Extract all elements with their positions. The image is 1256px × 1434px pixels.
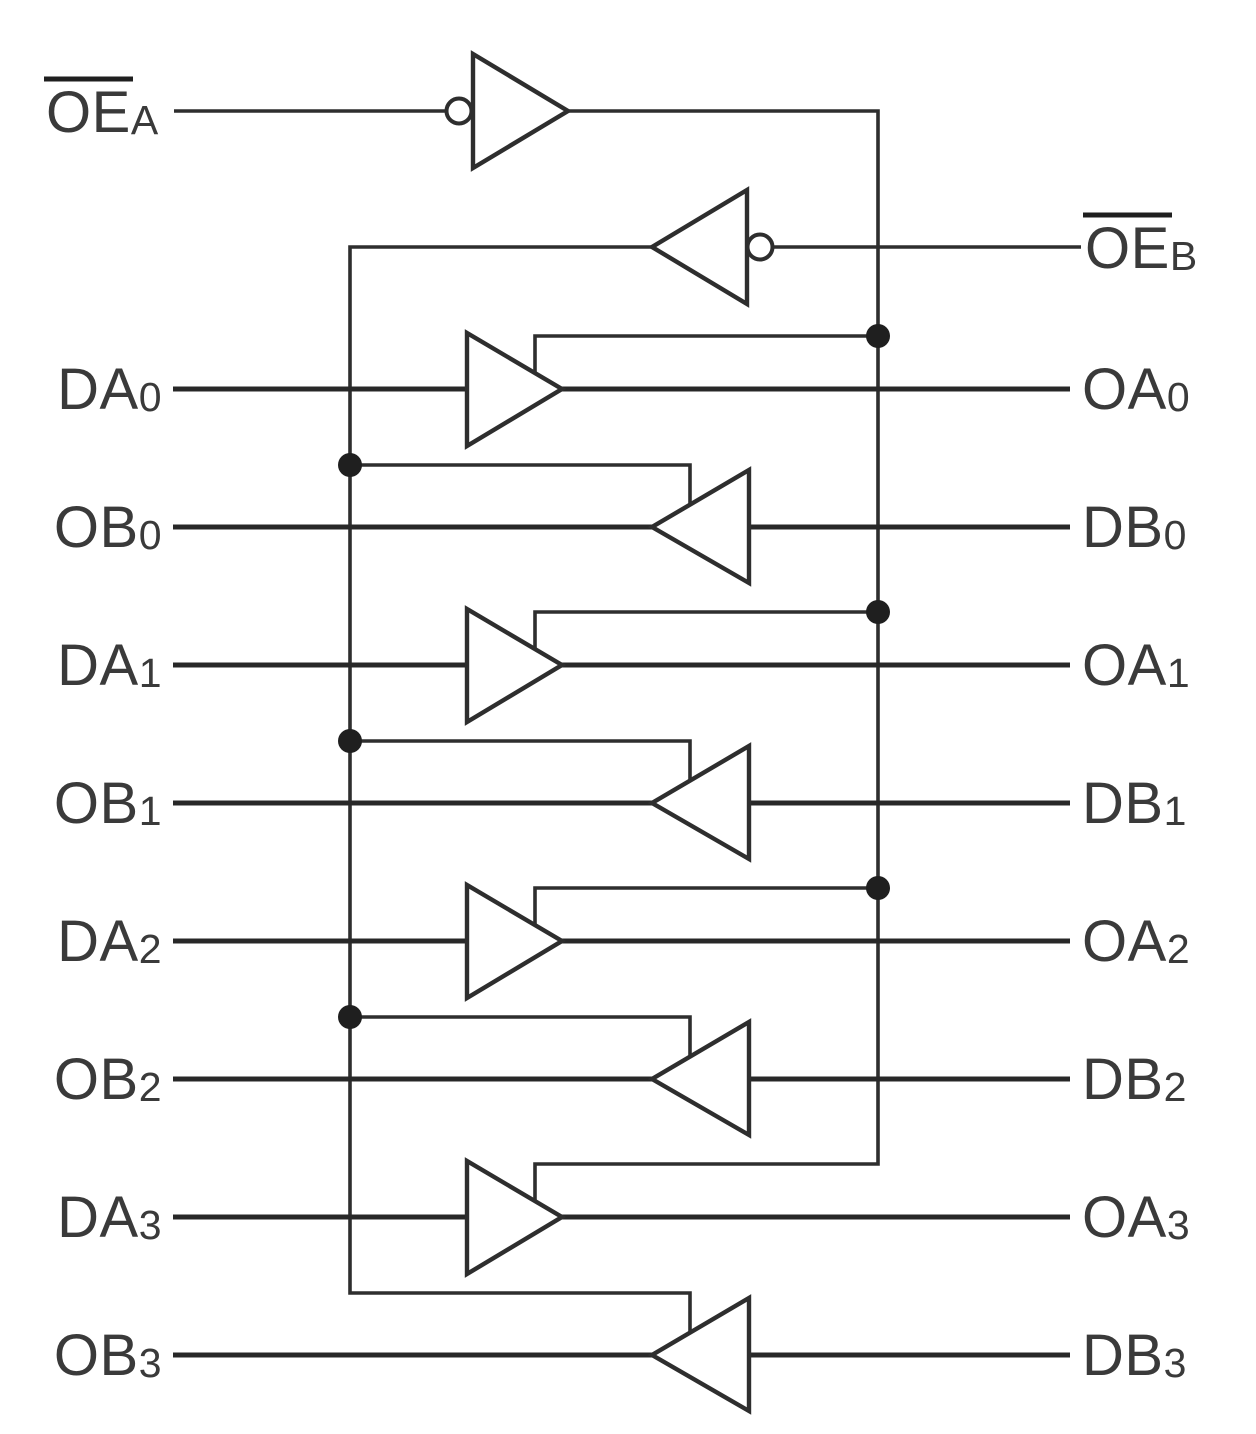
row-2-buffer-triangle bbox=[464, 605, 567, 726]
oeb-enable-rail bbox=[348, 245, 692, 1334]
oea-enable-rail bbox=[533, 109, 880, 1202]
oea-inverter-bubble bbox=[444, 96, 474, 126]
row-6-right-label-sub: 3 bbox=[1167, 1202, 1190, 1248]
row-7-buffer-triangle bbox=[647, 1294, 752, 1415]
row-0-left-label-sub: 0 bbox=[139, 374, 162, 420]
row-6-left-label-sub: 3 bbox=[139, 1202, 162, 1248]
row-1-left-label: OB0 bbox=[54, 495, 162, 560]
row-3-left-label: OB1 bbox=[54, 771, 162, 836]
oeb-inverter-triangle bbox=[647, 186, 750, 308]
row-7-right-label-sub: 3 bbox=[1164, 1340, 1187, 1386]
row-6-right-label: OA3 bbox=[1082, 1185, 1190, 1250]
oea-label: OEA bbox=[46, 80, 159, 145]
row-1-left-label-sub: 0 bbox=[139, 512, 162, 558]
row-0-right-label-sub: 0 bbox=[1167, 374, 1190, 420]
row-0-buffer-triangle bbox=[464, 329, 567, 450]
row-2-right-label: OA1 bbox=[1082, 633, 1190, 698]
row-7-right-label: DB3 bbox=[1082, 1323, 1187, 1388]
row-0-left-label: DA0 bbox=[57, 357, 162, 422]
row-2-right-label-sub: 1 bbox=[1167, 650, 1190, 696]
row-4-right-label-main: OA bbox=[1082, 909, 1167, 974]
oeb-label: OEB bbox=[1085, 216, 1198, 281]
row-3-right-label-sub: 1 bbox=[1164, 788, 1187, 834]
row-2-enable-junction-dot bbox=[866, 600, 890, 624]
row-1-right-label-sub: 0 bbox=[1164, 512, 1187, 558]
row-2-left-label-main: DA bbox=[57, 633, 139, 698]
row-6-right-label-main: OA bbox=[1082, 1185, 1167, 1250]
row-3-left-label-sub: 1 bbox=[139, 788, 162, 834]
row-0-left-label-main: DA bbox=[57, 357, 139, 422]
row-7-left-label-main: OB bbox=[54, 1323, 139, 1388]
row-0-enable-line bbox=[533, 334, 878, 374]
row-5-right-label-main: DB bbox=[1082, 1047, 1164, 1112]
row-4: DA2 OA2 bbox=[57, 876, 1190, 1002]
row-4-left-label: DA2 bbox=[57, 909, 162, 974]
row-4-left-label-main: DA bbox=[57, 909, 139, 974]
row-7-right-label-main: DB bbox=[1082, 1323, 1164, 1388]
row-0-enable-junction-dot bbox=[866, 324, 890, 348]
row-5-left-label-main: OB bbox=[54, 1047, 139, 1112]
row-4-enable-junction-dot bbox=[866, 876, 890, 900]
row-4-right-label-sub: 2 bbox=[1167, 926, 1190, 972]
row-1-buffer-triangle bbox=[647, 466, 752, 587]
oea-section: OEA bbox=[44, 50, 880, 1202]
oeb-section: OEB bbox=[348, 186, 1198, 1334]
row-5-enable-junction-dot bbox=[338, 1005, 362, 1029]
row-2: DA1 OA1 bbox=[57, 600, 1190, 726]
row-1: OB0 DB0 bbox=[54, 453, 1187, 587]
row-3-buffer-triangle bbox=[647, 742, 752, 863]
row-6: DA3 OA3 bbox=[57, 1157, 1190, 1278]
row-2-enable-line bbox=[533, 610, 878, 650]
row-6-left-label: DA3 bbox=[57, 1185, 162, 1250]
oea-label-sub: A bbox=[131, 97, 159, 143]
row-4-enable-line bbox=[533, 886, 878, 926]
row-2-left-label: DA1 bbox=[57, 633, 162, 698]
row-5-left-label: OB2 bbox=[54, 1047, 162, 1112]
row-5-left-label-sub: 2 bbox=[139, 1064, 162, 1110]
row-0-right-label-main: OA bbox=[1082, 357, 1167, 422]
row-0: DA0 OA0 bbox=[57, 324, 1190, 450]
row-4-right-label: OA2 bbox=[1082, 909, 1190, 974]
row-2-right-label-main: OA bbox=[1082, 633, 1167, 698]
row-2-left-label-sub: 1 bbox=[139, 650, 162, 696]
row-1-left-label-main: OB bbox=[54, 495, 139, 560]
row-0-right-label: OA0 bbox=[1082, 357, 1190, 422]
row-6-buffer-triangle bbox=[464, 1157, 567, 1278]
row-7-left-label-sub: 3 bbox=[139, 1340, 162, 1386]
oea-inverter-triangle bbox=[470, 50, 573, 172]
oea-label-main: OE bbox=[46, 80, 131, 145]
row-6-left-label-main: DA bbox=[57, 1185, 139, 1250]
row-5-enable-line bbox=[350, 1015, 692, 1058]
oeb-label-main: OE bbox=[1085, 216, 1170, 281]
row-5: OB2 DB2 bbox=[54, 1005, 1187, 1139]
row-3-right-label-main: DB bbox=[1082, 771, 1164, 836]
row-3-left-label-main: OB bbox=[54, 771, 139, 836]
row-7: OB3 DB3 bbox=[54, 1294, 1187, 1415]
row-3: OB1 DB1 bbox=[54, 729, 1187, 863]
row-3-enable-junction-dot bbox=[338, 729, 362, 753]
oeb-label-sub: B bbox=[1170, 233, 1198, 279]
row-5-right-label-sub: 2 bbox=[1164, 1064, 1187, 1110]
row-4-buffer-triangle bbox=[464, 881, 567, 1002]
row-1-enable-line bbox=[350, 463, 692, 506]
row-1-right-label: DB0 bbox=[1082, 495, 1187, 560]
row-1-enable-junction-dot bbox=[338, 453, 362, 477]
oeb-inverter-bubble bbox=[745, 232, 775, 262]
row-3-right-label: DB1 bbox=[1082, 771, 1187, 836]
row-5-buffer-triangle bbox=[647, 1018, 752, 1139]
row-5-right-label: DB2 bbox=[1082, 1047, 1187, 1112]
row-3-enable-line bbox=[350, 739, 692, 782]
row-1-right-label-main: DB bbox=[1082, 495, 1164, 560]
row-7-left-label: OB3 bbox=[54, 1323, 162, 1388]
row-4-left-label-sub: 2 bbox=[139, 926, 162, 972]
